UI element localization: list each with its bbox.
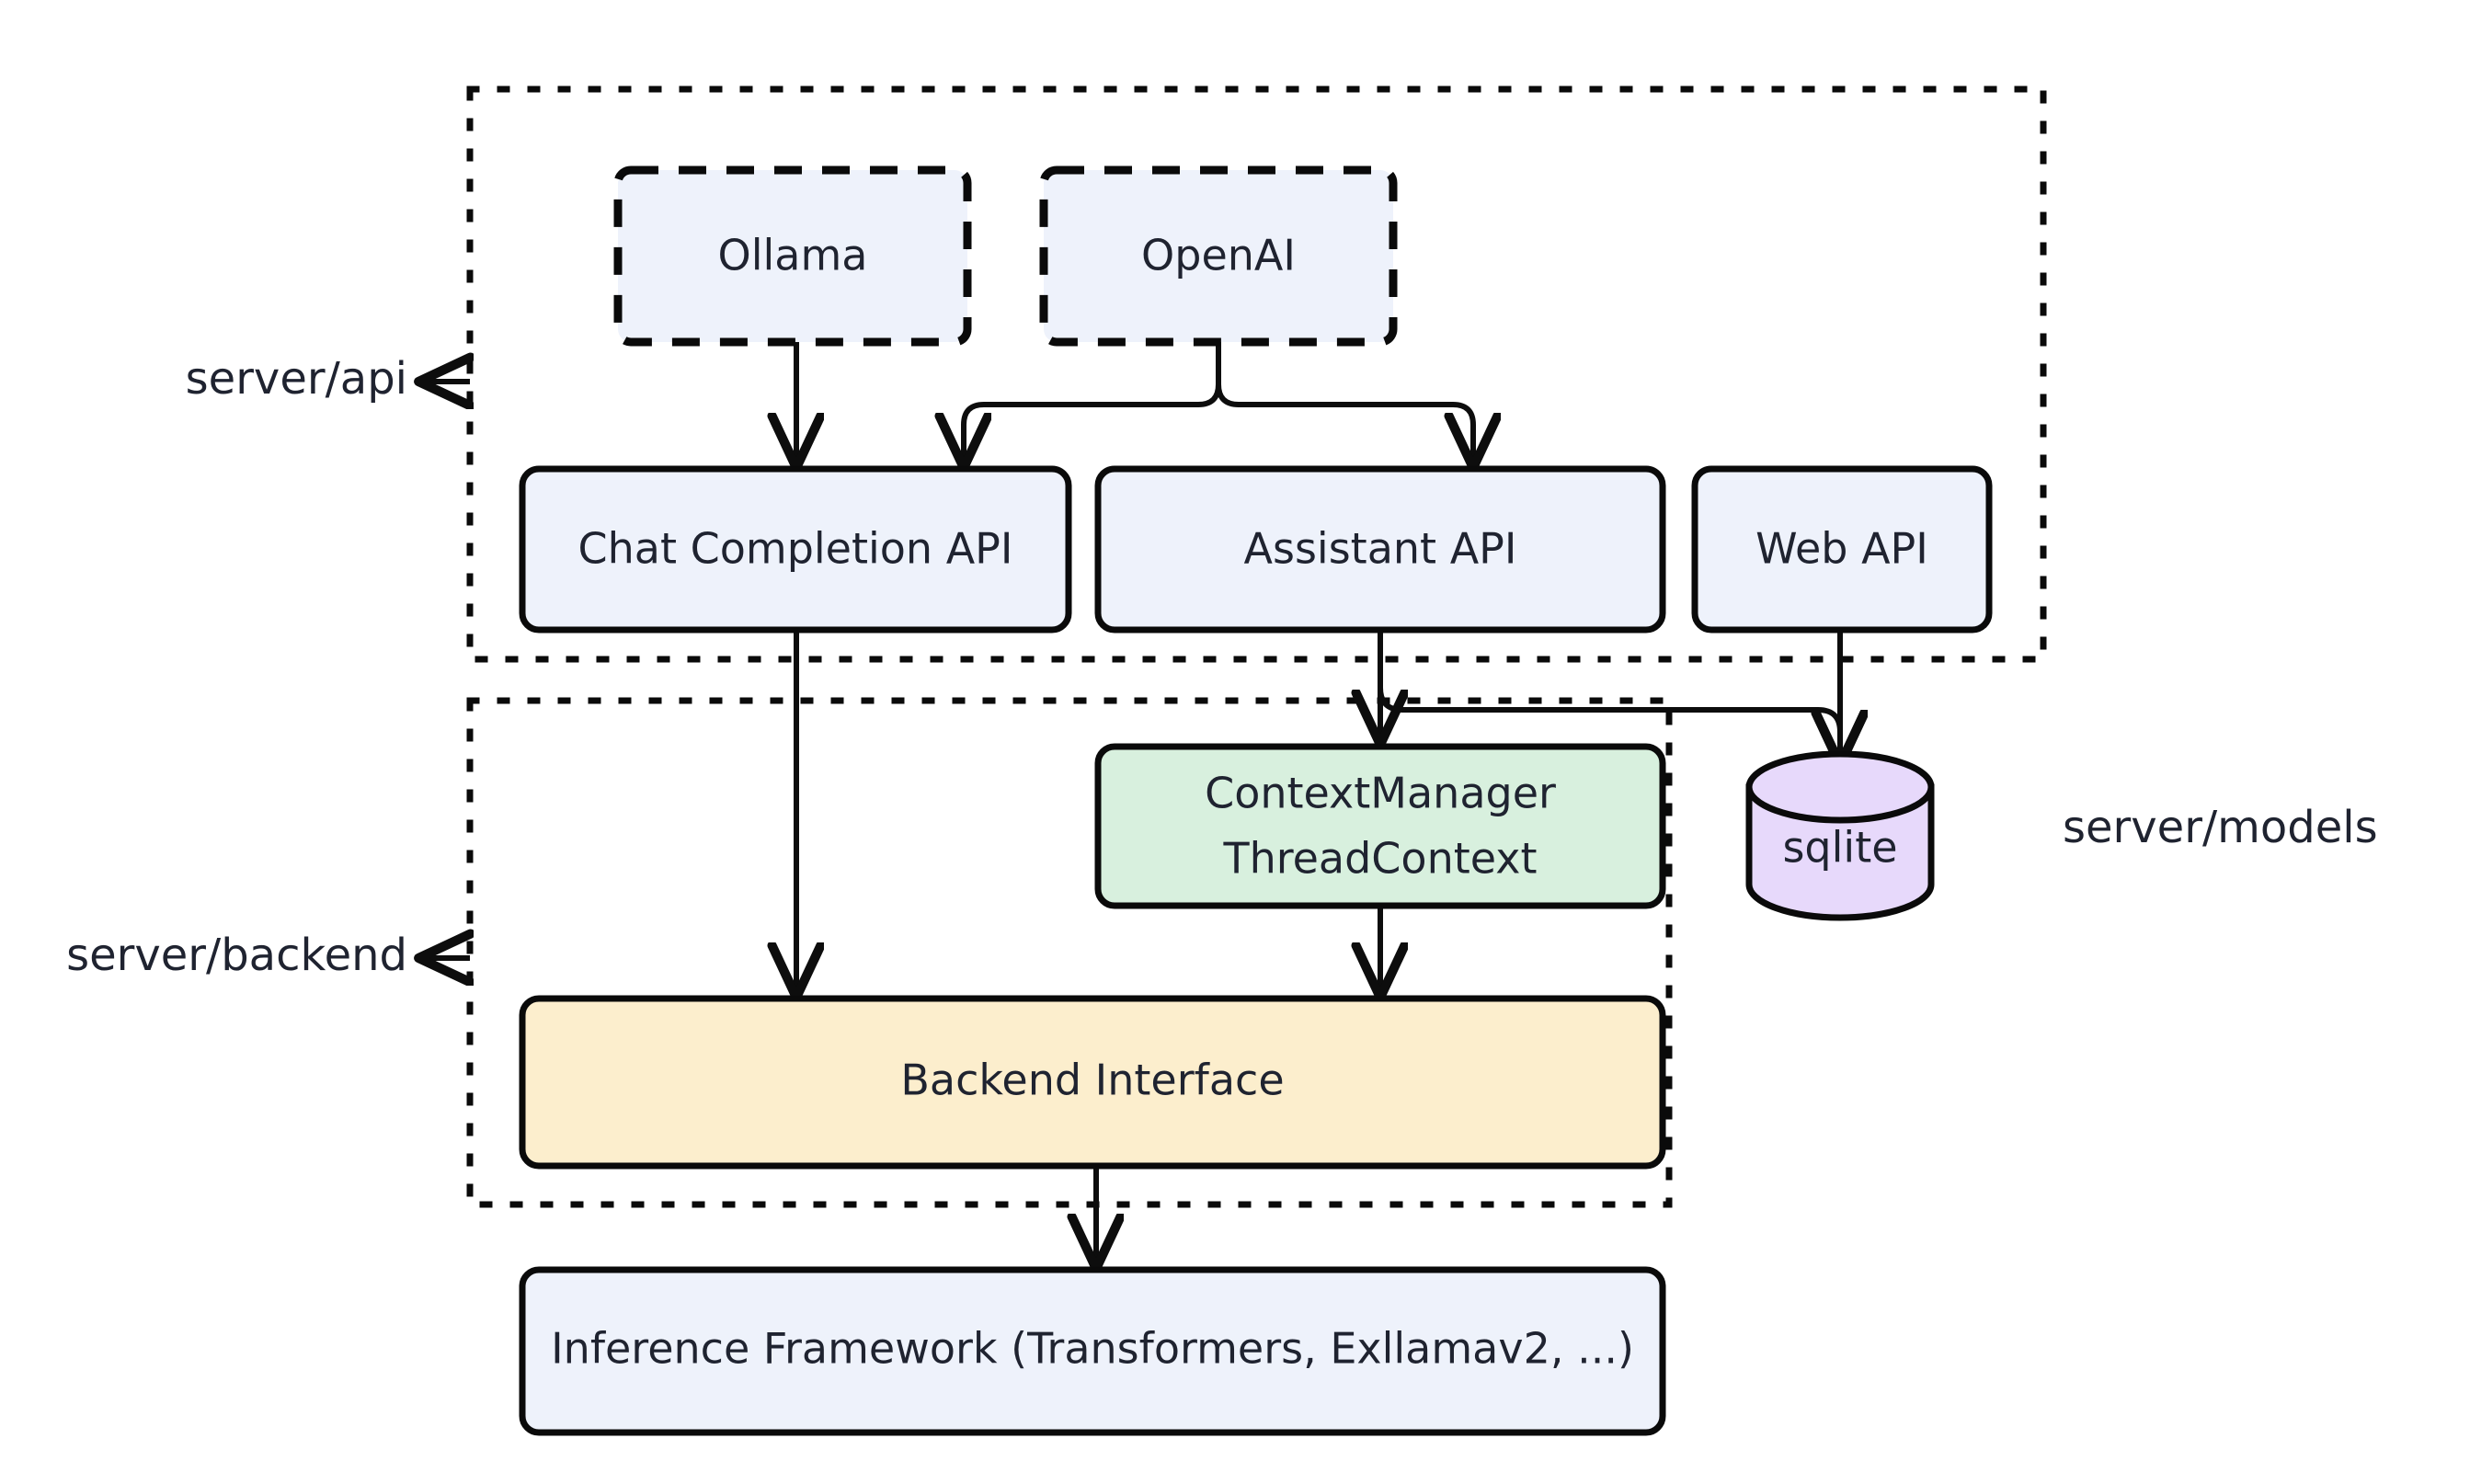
group-label-backend: server/backend [66,930,407,981]
node-assistant-api-label: Assistant API [1244,524,1517,574]
node-contextmanager-label-line1: ContextManager [1205,769,1556,818]
node-openai-label: OpenAI [1141,231,1296,280]
node-backend-interface-box [519,995,1666,1170]
node-contextmanager-box [1094,743,1666,909]
node-web-api[interactable]: Web API [1691,465,1993,634]
node-assistant-api[interactable]: Assistant API [1094,465,1666,634]
node-sqlite-label: sqlite [1782,823,1897,873]
edge-assistant-api-to-sqlite [1378,630,1840,760]
node-ollama-box [613,166,972,347]
node-web-api-label: Web API [1755,524,1928,574]
edge-openai-to-chat-api [964,342,1221,463]
node-openai-box [1039,166,1398,347]
node-backend-interface[interactable]: Backend Interface [519,995,1666,1170]
group-label-api: server/api [186,353,407,405]
node-contextmanager-threadcontext[interactable]: ContextManager ThreadContext [1094,743,1666,909]
node-inference-framework[interactable]: Inference Framework (Transformers, Exlla… [519,1266,1666,1436]
group-label-models: server/models [2063,802,2378,853]
node-assistant-api-box [1094,465,1666,634]
node-chat-completion-api[interactable]: Chat Completion API [519,465,1072,634]
node-ollama[interactable]: Ollama [613,166,972,347]
node-inference-framework-label: Inference Framework (Transformers, Exlla… [551,1324,1634,1374]
edge-openai-to-assistant-api [1216,342,1473,463]
node-ollama-label: Ollama [718,231,868,280]
node-chat-completion-api-box [519,465,1072,634]
node-contextmanager-label-line2: ThreadContext [1222,834,1537,884]
node-inference-framework-box [519,1266,1666,1436]
node-backend-interface-label: Backend Interface [900,1056,1284,1105]
node-web-api-box [1691,465,1993,634]
node-chat-completion-api-label: Chat Completion API [578,524,1013,574]
node-sqlite-cylinder-top [1745,750,1935,824]
group-container-api [466,86,2047,663]
node-sqlite[interactable]: sqlite [1745,750,1935,921]
node-openai[interactable]: OpenAI [1039,166,1398,347]
node-sqlite-cylinder-body [1745,783,1935,921]
